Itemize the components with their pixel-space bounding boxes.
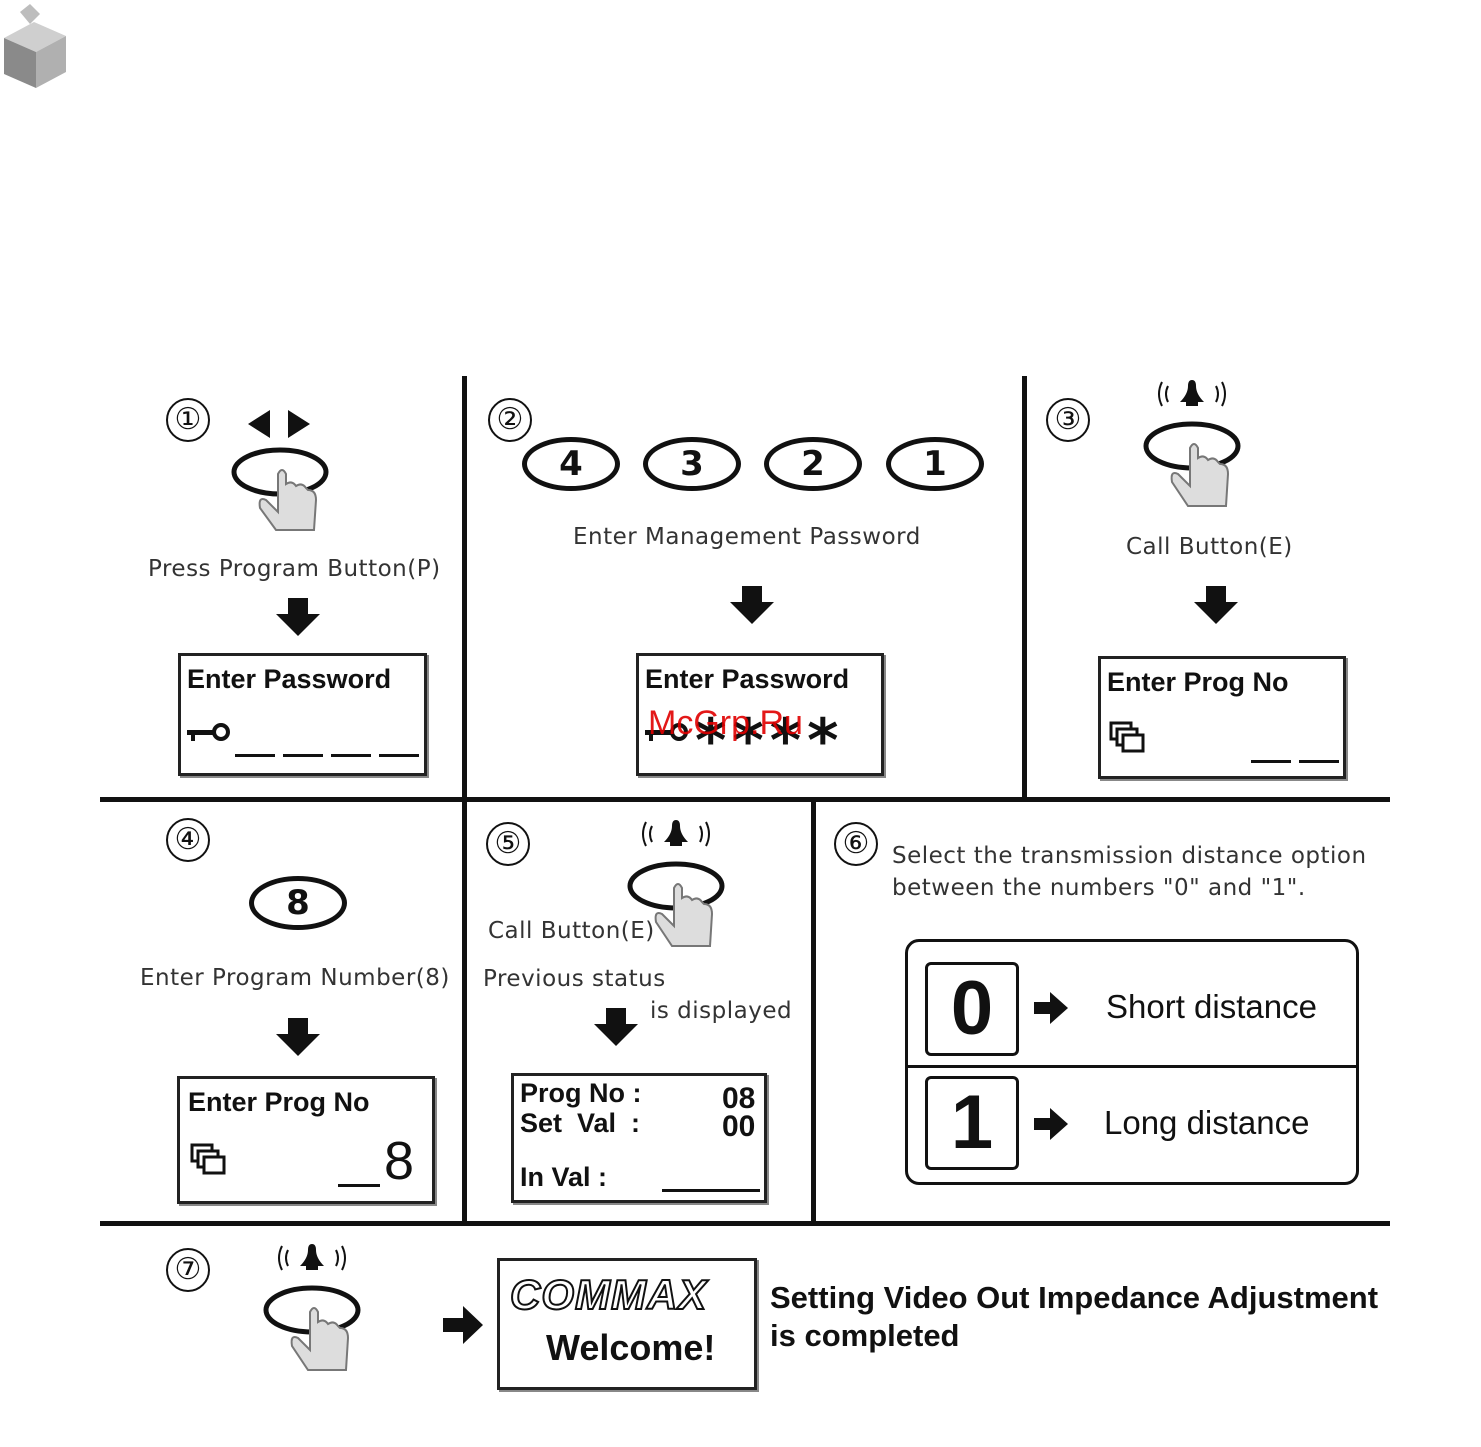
lcd-title: Enter Prog No [188,1087,370,1117]
result-line-2: is completed [770,1318,960,1353]
call-button-icon [1143,380,1241,507]
divider-v2 [1022,376,1027,800]
in-val-blank [662,1189,760,1192]
lcd-display-step-1: Enter Password [178,653,427,776]
lcd-row-label: Set Val : [520,1108,641,1138]
down-arrow-icon [276,598,320,636]
divider-v3 [811,800,816,1224]
step-4-number: ④ [166,818,210,862]
step-6-number: ⑥ [834,822,878,866]
lcd-title: Enter Password [645,664,850,694]
lcd-title: Enter Password [187,664,392,694]
step-2-caption: Enter Management Password [573,524,921,550]
lcd-value: 8 [384,1131,415,1191]
prog-no-blank [338,1184,380,1187]
key-4[interactable]: 4 [522,437,620,491]
result-line-1: Setting Video Out Impedance Adjustment [770,1280,1379,1315]
prog-no-blanks [1251,760,1339,763]
option-digit-0[interactable]: 0 [925,962,1019,1056]
step-1-number: ① [166,398,210,442]
call-button-icon [627,820,725,947]
welcome-text: Welcome! [546,1327,716,1368]
option-digit-1[interactable]: 1 [925,1076,1019,1170]
option-divider [908,1065,1356,1068]
lcd-display-step-4: Enter Prog No 8 [177,1076,435,1204]
password-blanks [235,754,419,757]
masked-password: **** [695,706,845,776]
distance-options-panel: 0 Short distance 1 Long distance [905,939,1359,1185]
key-3[interactable]: 3 [643,437,741,491]
lcd-row-value: 00 [722,1110,756,1143]
watermark: McGrp.Ru [648,704,803,742]
cube-logo-icon [4,4,66,88]
step-4-caption: Enter Program Number(8) [140,965,450,991]
down-arrow-icon [276,1018,320,1056]
key-1[interactable]: 1 [886,437,984,491]
lcd-row-label: Prog No : [520,1078,642,1108]
key-2[interactable]: 2 [764,437,862,491]
welcome-display: COMMAX Welcome! [497,1258,757,1390]
call-button-icon [263,1244,361,1371]
down-arrow-icon [730,586,774,624]
lcd-title: Enter Prog No [1107,667,1289,697]
step-3-caption: Call Button(E) [1126,534,1293,560]
lcd-display-step-2: Enter Password **** [636,653,884,776]
step-5-caption-displayed: is displayed [650,998,793,1024]
step-1-caption: Press Program Button(P) [148,556,441,582]
down-arrow-icon [594,1008,638,1046]
menu-stack-icon [1109,721,1145,753]
divider-h1 [100,797,1390,802]
key-8[interactable]: 8 [249,876,347,930]
step-6-text-line2: between the numbers "0" and "1". [892,875,1306,901]
option-label-short: Short distance [1106,988,1317,1025]
step-2-number: ② [488,398,532,442]
lcd-display-step-5: Prog No : 08 Set Val : 00 In Val : [511,1073,767,1203]
step-3-number: ③ [1046,398,1090,442]
option-label-long: Long distance [1104,1104,1310,1141]
lcd-row-label: In Val : [520,1162,608,1192]
step-5-caption-call: Call Button(E) [488,918,655,944]
menu-stack-icon [190,1143,226,1175]
key-icon [645,723,688,741]
step-7-number: ⑦ [166,1248,210,1292]
down-arrow-icon [1194,586,1238,624]
right-arrow-icon [1034,992,1068,1024]
step-5-caption-previous: Previous status [483,966,666,992]
right-arrow-icon [1034,1108,1068,1140]
right-arrow-icon [443,1306,483,1344]
divider-h2 [100,1221,1390,1226]
key-icon [187,723,230,741]
step-5-number: ⑤ [486,822,530,866]
commax-logo: COMMAX [509,1270,708,1319]
program-button-icon [231,410,329,531]
step-6-text-line1: Select the transmission distance option [892,843,1367,869]
lcd-display-step-3: Enter Prog No [1098,656,1346,779]
lcd-row-value: 08 [722,1082,756,1115]
